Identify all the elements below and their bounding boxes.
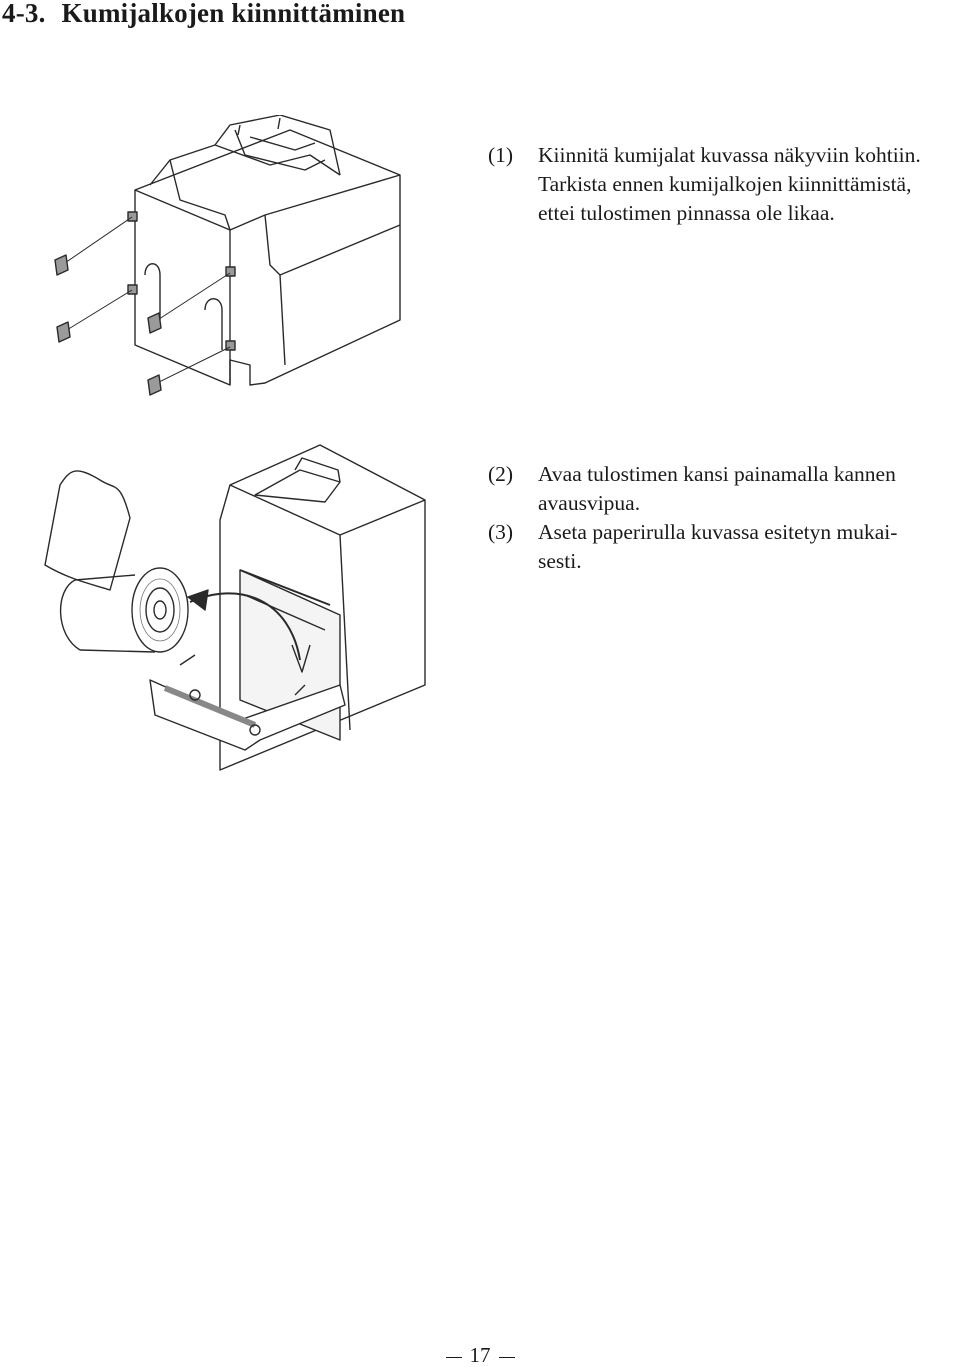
dash-left xyxy=(445,1356,462,1358)
step-text-line: sesti. xyxy=(538,549,582,573)
step-number: (1) xyxy=(488,143,514,167)
step-3: (3) Aseta paperirulla kuvassa esitetyn m… xyxy=(488,518,958,576)
step-2: (2) Avaa tulostimen kansi painamalla kan… xyxy=(488,460,958,518)
section-title: Kumijalkojen kiinnittäminen xyxy=(61,0,406,28)
step-text-line: Avaa tulostimen kansi painamalla kannen xyxy=(538,462,896,486)
page-heading: 4-3. Kumijalkojen kiinnittäminen xyxy=(2,0,405,29)
step-text-line: ettei tulostimen pinnassa ole likaa. xyxy=(538,201,835,225)
step-text-line: Tarkista ennen kumijalkojen kiinnittämis… xyxy=(538,172,912,196)
page-footer: 17 xyxy=(0,1343,960,1367)
rubber-feet-illustration xyxy=(40,115,410,415)
paper-roll-illustration xyxy=(40,440,440,780)
page-number: 17 xyxy=(469,1343,491,1367)
step-text-line: avausvipua. xyxy=(538,491,641,515)
dash-right xyxy=(498,1356,515,1358)
step-1: (1) Kiinnitä kumijalat kuvassa näkyviin … xyxy=(488,141,958,228)
step-number: (3) xyxy=(488,520,514,544)
step-text-line: Aseta paperirulla kuvassa esitetyn mukai… xyxy=(538,520,898,544)
section-number: 4-3. xyxy=(2,0,46,28)
step-number: (2) xyxy=(488,462,514,486)
step-text-line: Kiinnitä kumijalat kuvassa näkyviin koht… xyxy=(538,143,921,167)
